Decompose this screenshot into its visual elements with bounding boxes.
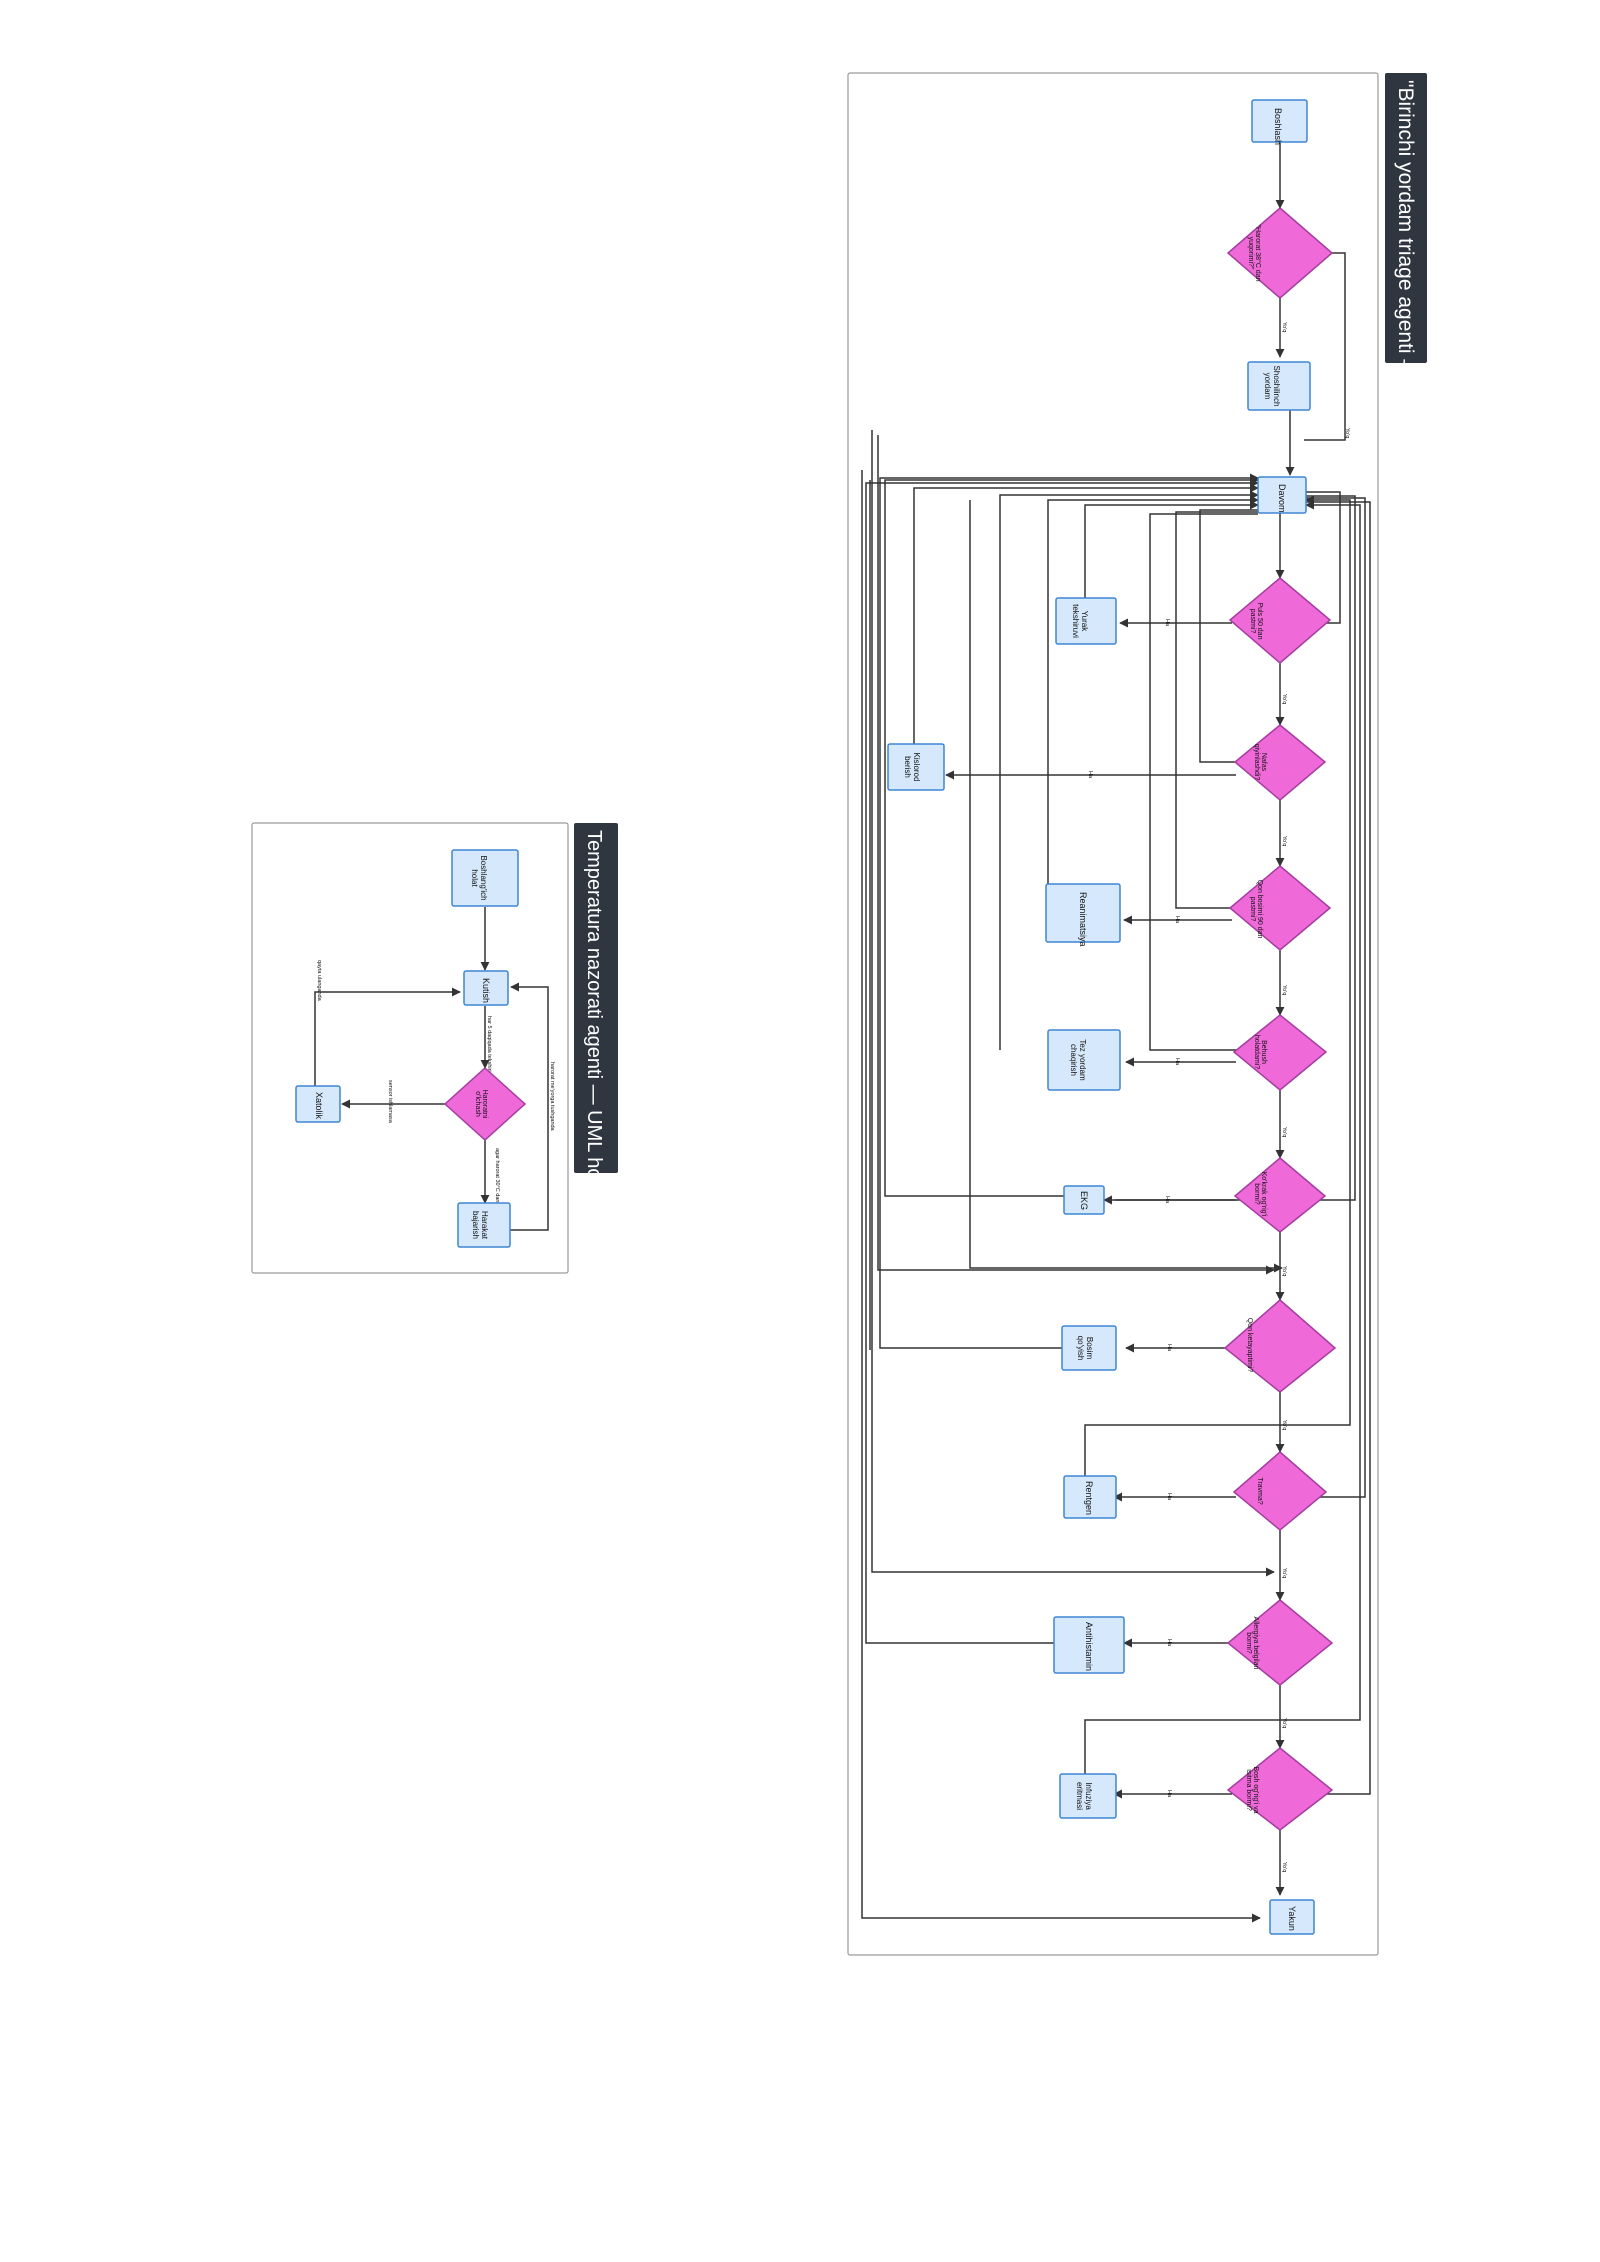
state-initial: Boshlang'ich holat bbox=[451, 849, 519, 907]
node-heart: Yurak tekshiruvi bbox=[1055, 597, 1117, 645]
decision-fracture-label: Travma? bbox=[1256, 1477, 1264, 1505]
state-waiting: Kutish bbox=[463, 970, 509, 1006]
decision-chest: Ko'krak og'rig'i bormi? bbox=[1233, 1157, 1327, 1233]
decision-allergy: Allergiya belgilari bormi? bbox=[1226, 1599, 1334, 1686]
node-rescue-label: Shoshilinch yordam bbox=[1263, 365, 1281, 407]
decision-shock: Behush holatdami? bbox=[1232, 1014, 1328, 1091]
decision-headache: Bosh og'rig'i va isitma bormi? bbox=[1226, 1747, 1334, 1831]
edge-label-yes: Ha bbox=[1166, 1790, 1172, 1798]
edge-label-no: Yo'q bbox=[1281, 1127, 1287, 1137]
state-waiting-label: Kutish bbox=[481, 978, 491, 1003]
decision-shock-label: Behush holatdami? bbox=[1253, 1034, 1267, 1070]
decision-headache-label: Bosh og'rig'i va isitma bormi? bbox=[1245, 1766, 1259, 1814]
decision-allergy-label: Allergiya belgilari bormi? bbox=[1245, 1616, 1259, 1670]
node-ecg: EKG bbox=[1063, 1185, 1105, 1215]
edge-label-no: Yo'q bbox=[1281, 836, 1287, 846]
main-diagram-title: "Birinchi yordam triage agenti — Blok-sx… bbox=[1394, 80, 1417, 503]
edge-label-yes: Ha bbox=[1164, 1196, 1170, 1204]
edge-label-no: Yo'q bbox=[1281, 322, 1287, 332]
node-ecg-label: EKG bbox=[1079, 1191, 1089, 1210]
node-bandage-label: Bosim qo'yish bbox=[1076, 1335, 1094, 1361]
decision-conscious: "Harorat 38°C dan yuqorimi?" bbox=[1226, 207, 1334, 299]
state-alert: Harakat bajarish bbox=[457, 1202, 511, 1248]
edge-label-yes: Ha bbox=[1166, 1639, 1172, 1647]
state-alert-label: Harakat bajarish bbox=[471, 1210, 489, 1239]
edge-label-yes: Ha bbox=[1166, 1344, 1172, 1352]
node-infusion: Infuziya eritmasi bbox=[1059, 1773, 1117, 1819]
edge-label-no: Yo'q bbox=[1344, 428, 1350, 438]
node-oxygen: Kislorod berish bbox=[887, 743, 945, 791]
decision-pulse: Puls 50 dan pastmi? bbox=[1228, 577, 1332, 664]
main-connectors bbox=[861, 142, 1371, 1923]
node-end: Yakun bbox=[1269, 1899, 1315, 1935]
edge-label-yes: Ha bbox=[1174, 916, 1180, 924]
state-edge-label: qayta ulanganda bbox=[316, 960, 322, 1002]
edge-label-no: Yo'q bbox=[1281, 985, 1287, 995]
state-edge-label: agar harorat 30°C dan yuqori bo'lsa bbox=[494, 1148, 500, 1236]
decision-fracture: Travma? bbox=[1232, 1451, 1328, 1531]
decision-bp: Qon bosimi 90 dan pastmi? bbox=[1228, 865, 1332, 951]
node-end-label: Yakun bbox=[1287, 1906, 1297, 1931]
node-oxygen-label: Kislorod berish bbox=[903, 752, 921, 782]
edge-label-no: Yo'q bbox=[1281, 694, 1287, 704]
decision-pulse-label: Puls 50 dan pastmi? bbox=[1249, 602, 1263, 640]
decision-breath: Nafas qiyinlashdi? bbox=[1233, 724, 1327, 801]
decision-bleeding: Qon ketayaptimi? bbox=[1223, 1299, 1337, 1393]
edge-label-yes: Ha bbox=[1174, 1058, 1180, 1066]
state-check: Haroratni o'lchash bbox=[443, 1066, 527, 1142]
main-flowchart: "Birinchi yordam triage agenti — Blok-sx… bbox=[847, 72, 1427, 1956]
node-start: Boshlash bbox=[1251, 99, 1308, 145]
edge-label-no: Yo'q bbox=[1281, 1266, 1287, 1276]
node-infusion-label: Infuziya eritmasi bbox=[1075, 1781, 1093, 1810]
decision-bp-label: Qon bosimi 90 dan pastmi? bbox=[1249, 879, 1263, 939]
main-diagram-title-bar: "Birinchi yordam triage agenti — Blok-sx… bbox=[1385, 73, 1427, 503]
node-call-doctor: Tez yordam chaqirish bbox=[1047, 1029, 1121, 1091]
edge-label-no: Yo'q bbox=[1281, 1420, 1287, 1430]
state-connectors bbox=[314, 907, 549, 1231]
node-bandage: Bosim qo'yish bbox=[1061, 1325, 1117, 1371]
state-diagram-frame bbox=[251, 822, 569, 1274]
node-antihist: Antihistamin bbox=[1053, 1616, 1125, 1674]
node-loop-label: Davom bbox=[1277, 484, 1287, 513]
node-xray: Rentgen bbox=[1063, 1475, 1117, 1519]
node-reanim-label: Reanimatsiya bbox=[1078, 892, 1088, 947]
edge-label-no: Yo'q bbox=[1281, 1568, 1287, 1578]
node-xray-label: Rentgen bbox=[1084, 1481, 1094, 1515]
state-edge-label: sensor ishlamasa bbox=[387, 1080, 393, 1124]
edge-label-yes: Ha bbox=[1166, 1493, 1172, 1501]
state-diagram: Temperatura nazorati agenti — UML holat … bbox=[251, 822, 618, 1321]
edge-label-no: Yo'q bbox=[1281, 1862, 1287, 1872]
decision-bleeding-label: Qon ketayaptimi? bbox=[1246, 1317, 1254, 1373]
node-antihist-label: Antihistamin bbox=[1084, 1622, 1094, 1671]
node-heart-label: Yurak tekshiruvi bbox=[1071, 604, 1089, 638]
state-edge-label: har 5 daqiqada tekshirish bbox=[486, 1016, 492, 1077]
state-edge-labels: har 5 daqiqada tekshirish agar harorat 3… bbox=[316, 960, 555, 1236]
node-rescue: Shoshilinch yordam bbox=[1247, 361, 1311, 411]
decision-breath-label: Nafas qiyinlashdi? bbox=[1253, 743, 1267, 781]
state-check-label: Haroratni o'lchash bbox=[474, 1089, 488, 1119]
decision-chest-label: Ko'krak og'rig'i bormi? bbox=[1253, 1171, 1267, 1217]
state-final-label: Xatolik bbox=[314, 1092, 324, 1120]
node-reanim: Reanimatsiya bbox=[1045, 883, 1121, 947]
node-start-label: Boshlash bbox=[1273, 108, 1283, 145]
edge-label-no: Yo'q bbox=[1281, 1718, 1287, 1728]
state-diagram-title: Temperatura nazorati agenti — UML holat … bbox=[583, 830, 605, 1321]
state-final: Xatolik bbox=[295, 1085, 341, 1123]
state-diagram-title-bar: Temperatura nazorati agenti — UML holat … bbox=[574, 823, 618, 1321]
main-edge-labels: Yo'q Yo'q Yo'q Yo'q Yo'q Yo'q Yo'q Yo'q … bbox=[1087, 322, 1350, 1872]
node-call-doctor-label: Tez yordam chaqirish bbox=[1069, 1039, 1087, 1081]
state-initial-label: Boshlang'ich holat bbox=[470, 855, 488, 901]
decision-conscious-label: "Harorat 38°C dan yuqorimi?" bbox=[1247, 224, 1261, 282]
edge-label-yes: Ha bbox=[1087, 771, 1093, 779]
edge-label-yes: Ha bbox=[1164, 619, 1170, 627]
node-loop: Davom bbox=[1257, 476, 1307, 514]
state-edge-label: harorat me'yorga tushganda bbox=[549, 1062, 555, 1132]
